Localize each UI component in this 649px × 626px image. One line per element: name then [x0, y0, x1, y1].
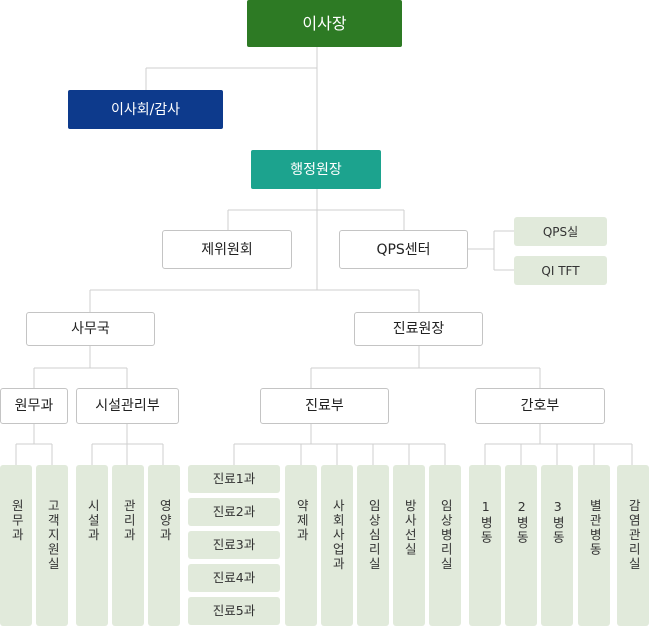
- nursing-unit-label: 별관병동: [587, 499, 603, 557]
- nursing-unit: 감염관리실: [617, 465, 649, 626]
- medical-unit-label: 약제과: [294, 499, 310, 543]
- committee-box: 제위원회: [162, 230, 292, 269]
- office-unit-label: 시설과: [85, 499, 101, 543]
- office-unit-label: 영양과: [157, 499, 173, 543]
- medical-unit: 임상병리실: [429, 465, 461, 626]
- clinic-box: 진료3과: [188, 531, 280, 559]
- nursing-unit: 2병동: [505, 465, 537, 626]
- medical-unit: 임상심리실: [357, 465, 389, 626]
- office-unit: 시설과: [76, 465, 108, 626]
- nursing-unit-label: 감염관리실: [626, 499, 642, 572]
- qps-room-box: QPS실: [514, 217, 607, 246]
- general-affairs-box: 원무과: [0, 388, 68, 424]
- qps-center-box: QPS센터: [339, 230, 468, 269]
- clinic-box: 진료2과: [188, 498, 280, 526]
- medical-unit: 약제과: [285, 465, 317, 626]
- office-unit-label: 고객지원실: [45, 499, 61, 572]
- office-unit-label: 관리과: [121, 499, 137, 543]
- nursing-unit-label: 2병동: [514, 499, 530, 545]
- medical-unit-label: 임상심리실: [366, 499, 382, 572]
- office-unit: 관리과: [112, 465, 144, 626]
- admin-director-box: 행정원장: [251, 150, 381, 189]
- medical-director-box: 진료원장: [354, 312, 483, 346]
- office-box: 사무국: [26, 312, 155, 346]
- board-audit-box: 이사회/감사: [68, 90, 223, 129]
- medical-dept-box: 진료부: [260, 388, 389, 424]
- nursing-unit: 3병동: [541, 465, 573, 626]
- qi-tft-box: QI TFT: [514, 256, 607, 285]
- chairman-box: 이사장: [247, 0, 402, 47]
- nursing-unit: 1병동: [469, 465, 501, 626]
- medical-unit: 방사선실: [393, 465, 425, 626]
- office-unit: 영양과: [148, 465, 180, 626]
- medical-unit-label: 임상병리실: [438, 499, 454, 572]
- facility-mgmt-box: 시설관리부: [76, 388, 179, 424]
- office-unit: 원무과: [0, 465, 32, 626]
- medical-unit: 사회사업과: [321, 465, 353, 626]
- medical-unit-label: 방사선실: [402, 499, 418, 557]
- office-unit-label: 원무과: [9, 499, 25, 543]
- nursing-unit-label: 1병동: [478, 499, 494, 545]
- clinic-box: 진료5과: [188, 597, 280, 625]
- nursing-unit: 별관병동: [578, 465, 610, 626]
- office-unit: 고객지원실: [36, 465, 68, 626]
- medical-unit-label: 사회사업과: [330, 499, 346, 572]
- clinic-box: 진료4과: [188, 564, 280, 592]
- clinic-box: 진료1과: [188, 465, 280, 493]
- nursing-unit-label: 3병동: [550, 499, 566, 545]
- nursing-dept-box: 간호부: [475, 388, 605, 424]
